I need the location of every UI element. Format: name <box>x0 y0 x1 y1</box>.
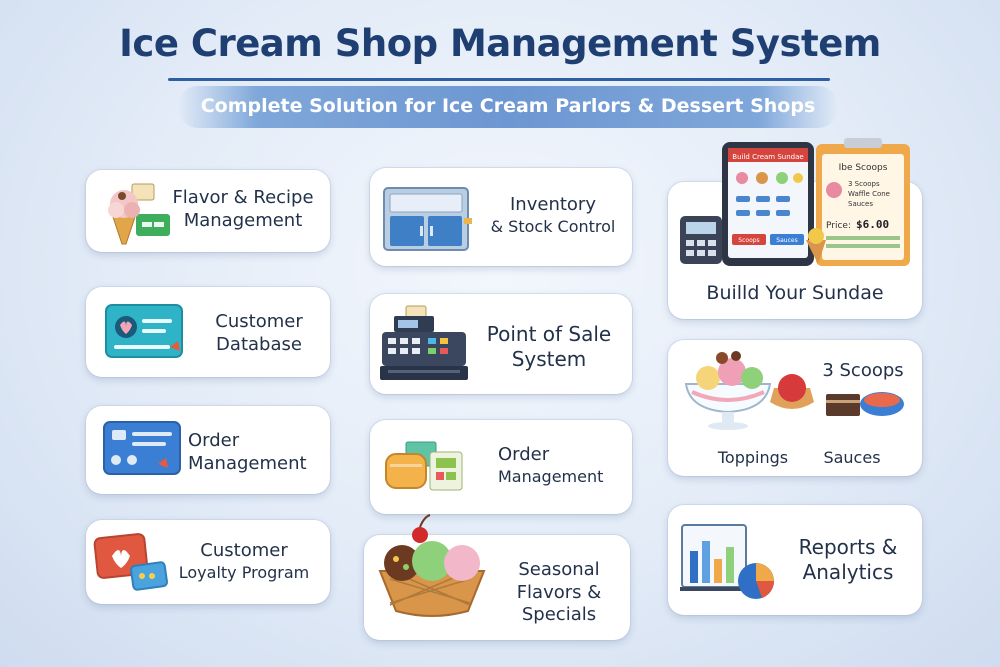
sundae-btn-sauces[interactable]: Sauces <box>776 237 797 244</box>
flavor-recipe-line2: Management <box>183 209 303 231</box>
inventory-line2: & Stock Control <box>490 216 616 236</box>
flavor-recipe-line1: Flavor & Recipe <box>172 187 314 208</box>
pos-line2: System <box>511 347 587 371</box>
order-card-icon <box>103 421 181 475</box>
build-sundae-label: Builld Your Sundae <box>706 282 884 304</box>
subtitle-banner <box>178 86 838 128</box>
card-toppings[interactable]: 3 Scoops Toppings Sauces <box>668 340 922 476</box>
card-reports[interactable]: Reports & Analytics <box>668 505 922 615</box>
card-flavor-recipe[interactable]: Flavor & Recipe Management <box>86 170 330 252</box>
pos-line1: Point of Sale <box>486 322 612 346</box>
ice-cream-recipe-icon <box>108 183 170 245</box>
inventory-line1: Inventory <box>510 194 596 215</box>
order-management-left-line2: Management <box>188 452 307 474</box>
sauces-label: Sauces <box>823 448 881 467</box>
ticket-price-label: Price: <box>826 221 851 231</box>
reports-line2: Analytics <box>802 560 894 584</box>
ticket-line2: Waffle Cone <box>848 190 890 198</box>
card-customer-loyalty[interactable]: Customer Loyalty Program <box>86 520 330 604</box>
boxes-icon <box>385 441 463 491</box>
card-pos[interactable]: Point of Sale System <box>370 294 632 394</box>
ticket-title: Ibe Scoops <box>839 163 888 173</box>
sundae-screen-title: Build Cream Sundae <box>732 153 803 161</box>
seasonal-line1: Seasonal <box>518 559 600 580</box>
order-management-mid-line2: Management <box>498 466 604 486</box>
customer-card-icon <box>105 304 183 358</box>
customer-database-line1: Customer <box>215 311 303 332</box>
toppings-label: Toppings <box>717 448 789 467</box>
seasonal-line3: Specials <box>521 604 597 625</box>
tablet-sundae-icon: Build Cream Sundae Scoops Sauces Ibe Sco… <box>680 138 910 266</box>
freezer-icon <box>383 187 472 251</box>
card-seasonal[interactable]: Seasonal Flavors & Specials <box>364 514 630 640</box>
bar-chart-icon <box>680 524 774 599</box>
cash-register-icon <box>380 305 468 380</box>
card-order-management-left[interactable]: Order Management <box>86 406 330 494</box>
order-management-left-line1: Order <box>188 430 240 451</box>
loyalty-card-icon <box>93 533 168 591</box>
ticket-line3: Sauces <box>848 200 873 208</box>
card-customer-database[interactable]: Customer Database <box>86 287 330 377</box>
customer-loyalty-line2: Loyalty Program <box>178 562 310 582</box>
customer-loyalty-line1: Customer <box>200 540 288 561</box>
ticket-line1: 3 Scoops <box>848 180 880 188</box>
seasonal-line2: Flavors & <box>516 581 602 603</box>
reports-line1: Reports & <box>798 535 898 559</box>
order-management-mid-line1: Order <box>498 444 550 465</box>
card-inventory[interactable]: Inventory & Stock Control <box>370 168 632 266</box>
title-underline <box>168 78 830 81</box>
toppings-scoops: 3 Scoops <box>822 360 904 381</box>
ticket-price-value: $6.00 <box>856 218 889 231</box>
card-order-management-mid[interactable]: Order Management <box>370 420 632 514</box>
page-title: Ice Cream Shop Management System <box>119 22 881 65</box>
sundae-btn-scoops[interactable]: Scoops <box>738 237 759 244</box>
page-subtitle: Complete Solution for Ice Cream Parlors … <box>200 95 816 117</box>
waffle-bowl-icon <box>378 514 486 617</box>
customer-database-line2: Database <box>216 333 302 355</box>
sundae-bowl-icon <box>684 351 904 430</box>
